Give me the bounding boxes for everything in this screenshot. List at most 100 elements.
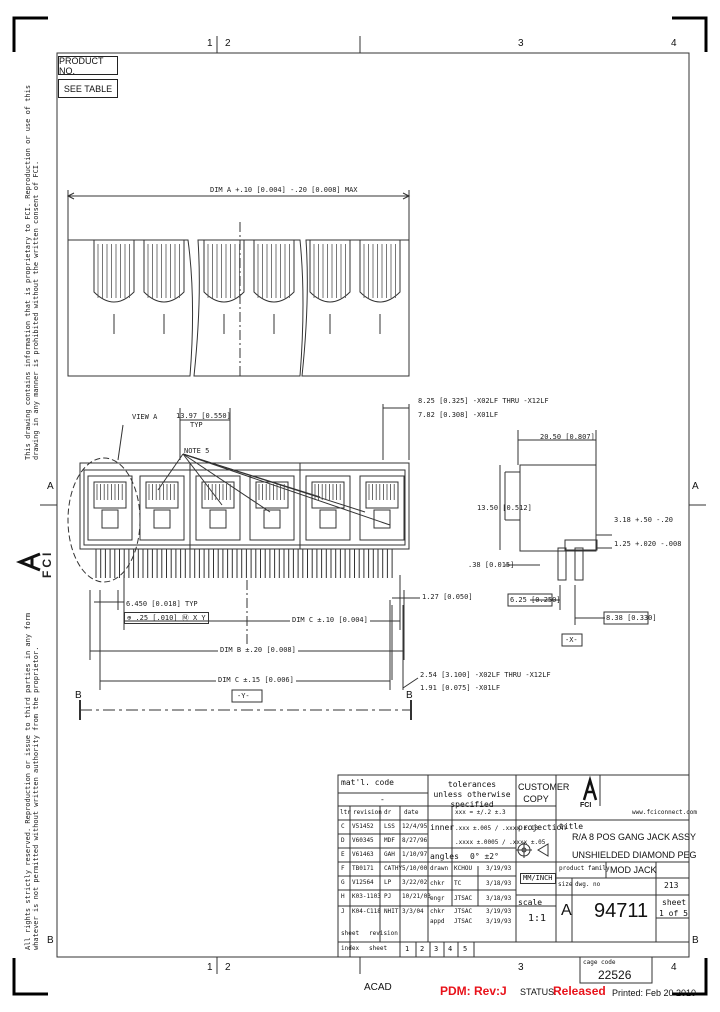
product-family: MOD JACK bbox=[610, 865, 657, 875]
sign-role: appd bbox=[430, 918, 445, 925]
angles-value: 0° ±2° bbox=[470, 852, 499, 861]
zone-top-1: 1 bbox=[207, 38, 213, 49]
port-opening bbox=[365, 481, 399, 509]
dim-318: 3.18 +.50 -.20 bbox=[614, 516, 674, 524]
dim-254: 2.54 [3.100] -X02LF THRU -X12LF bbox=[420, 671, 551, 679]
dim-typ: TYP bbox=[190, 421, 203, 429]
sheet-index-cell: 3 bbox=[434, 945, 439, 953]
revision-cell-rev: K04-C118 bbox=[352, 908, 381, 915]
dim-838: 8.38 [0.330] bbox=[606, 614, 657, 622]
revision-cell-dr: NHIT bbox=[384, 908, 399, 915]
top-slot-outline bbox=[203, 240, 245, 303]
revision-cell-date: 3/3/04 bbox=[402, 908, 424, 915]
dim-a-label: DIM A +.10 [0.004] -.20 [0.008] MAX bbox=[210, 186, 358, 194]
front-view-ports bbox=[87, 475, 405, 541]
sign-date: 3/18/93 bbox=[486, 895, 512, 902]
sign-date: 3/19/93 bbox=[486, 918, 512, 925]
sheet-index-cell: 2 bbox=[420, 945, 425, 953]
sign-name: TC bbox=[454, 880, 462, 887]
port-latch bbox=[319, 509, 337, 529]
dim-c-top: DIM C ±.10 [0.004] bbox=[290, 616, 370, 624]
projection-symbol bbox=[516, 842, 549, 858]
sign-name: JTSAC bbox=[454, 918, 473, 925]
matl-code-value: - bbox=[380, 795, 385, 804]
front-view-pins bbox=[95, 549, 393, 578]
matl-code-label: mat'l. code bbox=[341, 778, 394, 787]
dim-1350: 13.50 [0.512] bbox=[477, 504, 532, 512]
port-opening bbox=[201, 481, 235, 509]
revision-cell-ltr: F bbox=[341, 865, 345, 872]
port-latch bbox=[263, 509, 281, 529]
top-slot-outline bbox=[143, 240, 185, 303]
tol-line-3: .xxxx ±.0005 / .xxxx ±.05 bbox=[455, 839, 546, 846]
crop-mark-top-right bbox=[672, 16, 708, 52]
side-fci-logo: FCI bbox=[40, 549, 54, 578]
top-slot-outline bbox=[309, 240, 351, 303]
size-value: A bbox=[561, 902, 572, 919]
index-label: index bbox=[341, 945, 360, 952]
product-no-label: PRODUCT NO. bbox=[58, 56, 118, 76]
company-logo: FCI bbox=[580, 802, 592, 809]
revision-cell-rev: K03-1103 bbox=[352, 893, 381, 900]
tol-line-2: .xxx ±.005 / .xxxx ±.13 bbox=[455, 825, 539, 832]
printed-date: Printed: Feb 20 2010 bbox=[612, 988, 697, 998]
sheet-index-cell: 5 bbox=[463, 945, 468, 953]
crop-mark-bottom-right bbox=[672, 958, 708, 996]
dim-1397: 13.97 [0.550] bbox=[176, 412, 231, 420]
crop-mark-bottom-left bbox=[12, 958, 48, 996]
acad-label: ACAD bbox=[364, 982, 392, 993]
product-family-label: product family bbox=[559, 865, 610, 872]
revision-cell-rev: V51452 bbox=[352, 823, 374, 830]
zone-right-a: A bbox=[692, 481, 699, 492]
pdm-revision: PDM: Rev:J bbox=[440, 984, 507, 998]
title-label: title bbox=[559, 822, 584, 831]
revision-cell-dr: GAH bbox=[384, 851, 395, 858]
side-notice-bottom: All rights strictly reserved. Reproducti… bbox=[24, 612, 40, 950]
port-opening bbox=[255, 481, 289, 509]
dwg-no-label: dwg. no bbox=[575, 881, 601, 888]
revision-cell-rev: V61463 bbox=[352, 851, 374, 858]
size-label: size bbox=[558, 881, 573, 888]
dim-c-bottom: DIM C ±.15 [0.006] bbox=[216, 676, 296, 684]
rev-header-revision: revision bbox=[353, 809, 382, 816]
zone-bottom-3: 3 bbox=[518, 962, 524, 973]
port-latch bbox=[153, 509, 171, 529]
website: www.fciconnect.com bbox=[632, 809, 698, 816]
port-opening bbox=[145, 481, 179, 509]
port-latch bbox=[101, 509, 119, 529]
port-housing bbox=[359, 475, 405, 541]
revision-cell-ltr: D bbox=[341, 837, 345, 844]
revision-cell-dr: LP bbox=[384, 879, 392, 886]
scale-label: scale bbox=[518, 898, 543, 907]
scale-value: 1:1 bbox=[528, 913, 547, 924]
front-view bbox=[67, 404, 420, 720]
dim-191: 1.91 [0.075] -X01LF bbox=[420, 684, 501, 692]
note-5-label: NOTE 5 bbox=[184, 447, 210, 455]
top-view-slots bbox=[93, 240, 401, 334]
port-opening bbox=[93, 481, 127, 509]
sign-date: 3/19/93 bbox=[486, 865, 512, 872]
sheet-index-cell: 4 bbox=[448, 945, 453, 953]
port-housing bbox=[195, 475, 241, 541]
side-view bbox=[499, 430, 649, 647]
zone-left-a: A bbox=[47, 481, 54, 492]
dwg-no: 94711 bbox=[594, 900, 649, 922]
view-a-label: VIEW A bbox=[132, 413, 158, 421]
zone-top-4: 4 bbox=[671, 38, 677, 49]
dim-625: 6.25 [0.250] bbox=[510, 596, 561, 604]
sign-name: KCHOU bbox=[454, 865, 473, 872]
revision-cell-ltr: E bbox=[341, 851, 345, 858]
zone-bottom-1: 1 bbox=[207, 962, 213, 973]
dim-38: .38 [0.015] bbox=[468, 561, 515, 569]
revision-cell-ltr: H bbox=[341, 893, 345, 900]
zone-top-2: 2 bbox=[225, 38, 231, 49]
sign-name: JTSAC bbox=[454, 895, 473, 902]
port-opening bbox=[311, 481, 345, 509]
datum-y: -Y- bbox=[237, 692, 250, 700]
tol-line-1: xxx = ±/.2 ±.3 bbox=[455, 809, 506, 816]
dim-782: 7.82 [0.308] -X01LF bbox=[418, 411, 499, 419]
sign-role: chkr bbox=[430, 880, 445, 887]
top-slot-outline bbox=[359, 240, 401, 303]
fci-logo-mark bbox=[582, 775, 598, 801]
